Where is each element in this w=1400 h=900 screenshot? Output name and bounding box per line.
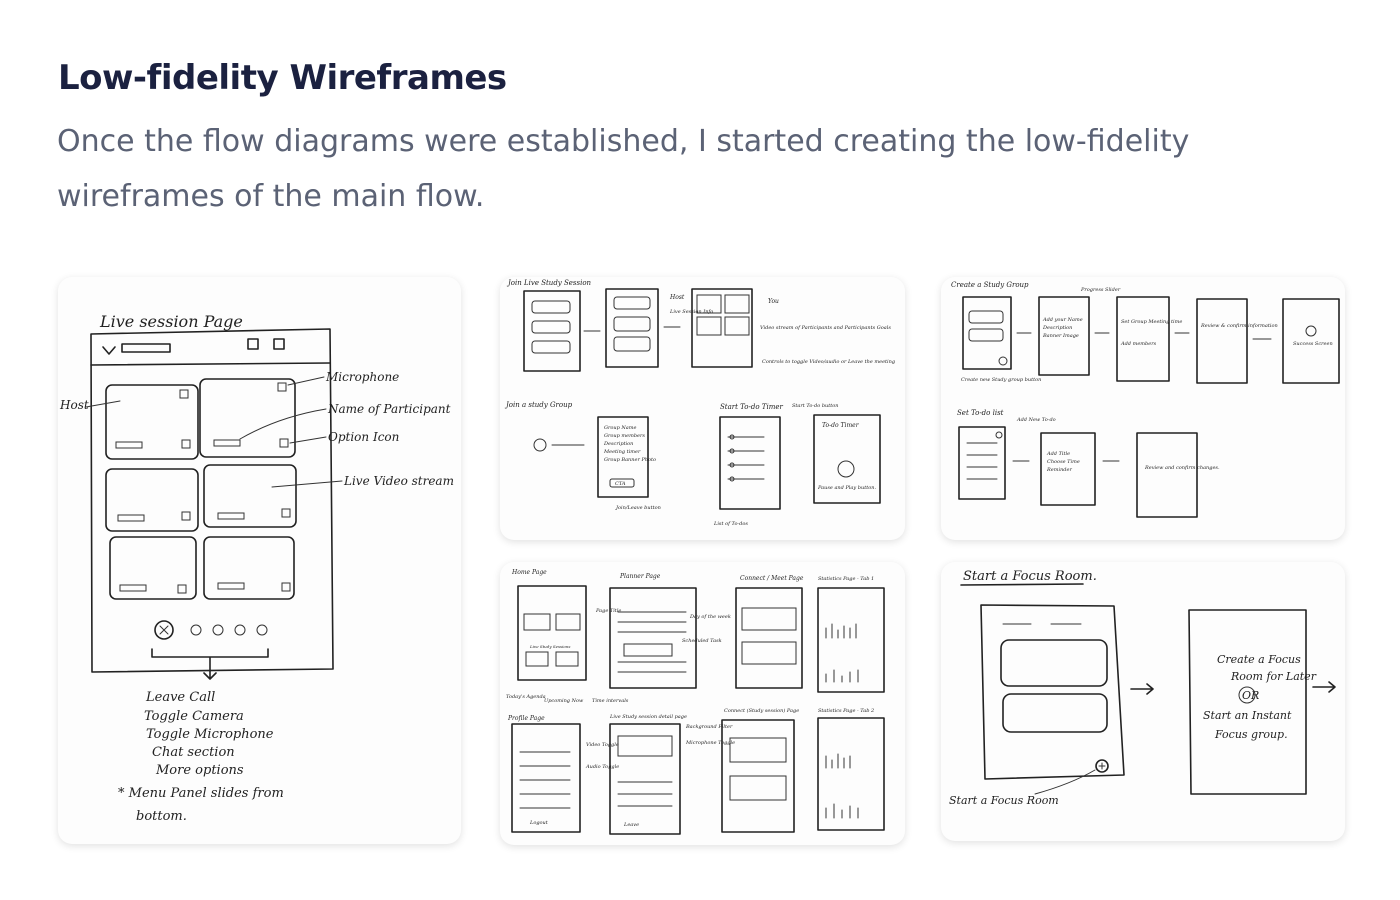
live-session-title: Live session Page xyxy=(99,312,243,331)
create-step1-list: Add your Name Description Banner Image xyxy=(1042,317,1084,339)
join-list-desc: Description xyxy=(603,441,633,447)
pages-label-logout: Logout xyxy=(529,820,549,826)
notes-list: Leave Call Toggle Camera Toggle Micropho… xyxy=(118,690,288,824)
pages-title-profile: Profile Page xyxy=(507,715,545,722)
join-list-banner: Group Banner Photo xyxy=(604,457,656,463)
set-todo-title: Set To-do list xyxy=(957,409,1004,417)
sketch-card-pages: Home Page Today's Agenda Live Study Sess… xyxy=(500,562,905,845)
pages-label-bg: Background Filter xyxy=(685,724,733,730)
join-list-members: Group members xyxy=(604,433,645,439)
pages-label-scheduled: Scheduled Task xyxy=(682,638,722,644)
focus-modal-line2: Room for Later xyxy=(1230,670,1317,683)
note-more-options: More options xyxy=(155,763,244,778)
focus-modal-line4: Focus group. xyxy=(1214,728,1288,741)
create-banner: Banner Image xyxy=(1042,333,1079,339)
focus-modal-or: OR xyxy=(1242,689,1259,702)
join-group-list: Group Name Group members Description Mee… xyxy=(603,425,656,463)
note-chat-section: Chat section xyxy=(152,745,235,760)
note-toggle-camera: Toggle Camera xyxy=(144,709,244,724)
focus-modal-text: Create a Focus Room for Later OR Start a… xyxy=(1203,653,1319,741)
live-session-sketch: Live session Page xyxy=(59,312,454,824)
label-microphone: Microphone xyxy=(325,370,399,384)
focus-modal-line1: Create a Focus xyxy=(1217,653,1301,666)
pages-label-day: Day of the week xyxy=(689,614,731,620)
label-live-stream: Live Video stream xyxy=(343,474,454,488)
todo-timer-label: To-do Timer xyxy=(822,422,860,429)
create-progress-label: Progress Slider xyxy=(1080,287,1121,293)
pages-label-video: Video Toggle xyxy=(586,742,619,748)
pages-title-planner: Planner Page xyxy=(619,573,661,580)
pages-title-live-detail: Live Study session detail page xyxy=(609,714,687,720)
note-menu-panel: * Menu Panel slides from xyxy=(118,786,284,801)
video-tile-grid xyxy=(105,378,297,600)
join-label-controls: Controls to toggle Video/audio or Leave … xyxy=(762,359,895,365)
create-description: Description xyxy=(1042,325,1072,331)
todo-list-label: List of To-dos xyxy=(713,521,748,527)
pages-title-connect-study: Connect (Study session) Page xyxy=(724,707,799,714)
pages-label-agenda: Today's Agenda xyxy=(506,694,546,700)
label-participant: Name of Participant xyxy=(327,402,451,416)
join-label-stream: Video stream of Participants and Partici… xyxy=(760,325,891,331)
pages-label-intervals: Time intervals xyxy=(592,698,629,704)
set-todo-review-label: Review and confirm changes. xyxy=(1144,465,1220,471)
sketch-card-join-session: Join Live Study Session Host You Live Se… xyxy=(500,277,905,540)
pages-label-mic: Microphone Toggle xyxy=(685,740,735,746)
create-success-label: Success Screen xyxy=(1293,341,1333,347)
todo-timer-title: Start To-do Timer xyxy=(720,403,783,411)
note-toggle-mic: Toggle Microphone xyxy=(146,727,274,742)
page-title: Low-fidelity Wireframes xyxy=(58,58,507,98)
note-bottom: bottom. xyxy=(136,809,187,824)
pages-title-stats2: Statistics Page - Tab 2 xyxy=(818,708,874,714)
join-cta: CTA xyxy=(615,481,626,487)
sketch-card-live-session: Live session Page xyxy=(58,277,461,844)
label-host: Host xyxy=(59,398,89,412)
join-group-title: Join a study Group xyxy=(504,401,573,409)
set-todo-form: Add Title Choose Time Reminder xyxy=(1046,451,1081,473)
note-leave-call: Leave Call xyxy=(145,690,215,705)
pages-title-home: Home Page xyxy=(511,569,547,576)
label-option-icon: Option Icon xyxy=(328,430,399,444)
join-list-name: Group Name xyxy=(604,425,637,431)
join-leave-label: Join/Leave button xyxy=(615,505,661,511)
sketch-card-create-group: Create a Study Group Create new Study gr… xyxy=(941,277,1345,540)
create-new-button-label: Create new Study group button xyxy=(961,377,1041,383)
todo-start-label: Start To-do button xyxy=(792,403,839,409)
set-todo-add-label: Add New To-do xyxy=(1016,417,1056,423)
focus-title: Start a Focus Room. xyxy=(963,569,1097,584)
pages-label-leave: Leave xyxy=(623,822,639,828)
join-label-host: Host xyxy=(669,294,685,301)
join-live-title: Join Live Study Session xyxy=(506,279,592,287)
pages-label-audio: Audio Toggle xyxy=(585,764,619,770)
pages-title-connect: Connect / Meet Page xyxy=(740,575,804,582)
join-label-you: You xyxy=(768,298,779,305)
create-step2-list: Set Group Meeting time Add members xyxy=(1120,319,1184,347)
create-add-name: Add your Name xyxy=(1042,317,1083,323)
page-subtitle: Once the flow diagrams were established,… xyxy=(57,124,1190,214)
create-meeting-time: Set Group Meeting time xyxy=(1121,319,1182,325)
pages-title-stats1: Statistics Page - Tab 1 xyxy=(818,576,874,582)
create-review-label: Review & confirm information xyxy=(1200,323,1278,329)
set-todo-add-title: Add Title xyxy=(1046,451,1070,457)
pages-label-live: Live Study Sessions xyxy=(529,644,570,649)
todo-pause-label: Pause and Play button. xyxy=(817,485,876,491)
join-label-info: Live Session Info xyxy=(669,309,713,315)
focus-modal-line3: Start an Instant xyxy=(1203,709,1292,722)
set-todo-reminder: Reminder xyxy=(1046,467,1072,473)
join-session-sketch: Join Live Study Session Host You Live Se… xyxy=(504,279,895,527)
sketch-card-focus-room: Start a Focus Room. Start a Focus Room C… xyxy=(941,562,1345,841)
pages-sketch: Home Page Today's Agenda Live Study Sess… xyxy=(506,569,885,835)
create-group-title: Create a Study Group xyxy=(951,281,1029,289)
create-group-sketch: Create a Study Group Create new Study gr… xyxy=(951,281,1340,518)
set-todo-choose-time: Choose Time xyxy=(1047,459,1080,465)
focus-start-label: Start a Focus Room xyxy=(949,794,1059,807)
pages-label-title: Page Title xyxy=(595,608,621,614)
focus-room-sketch: Start a Focus Room. Start a Focus Room C… xyxy=(949,569,1336,807)
join-list-timer: Meeting timer xyxy=(603,449,641,455)
pages-label-upcoming: Upcoming Now xyxy=(544,698,584,704)
create-add-members: Add members xyxy=(1120,341,1157,347)
